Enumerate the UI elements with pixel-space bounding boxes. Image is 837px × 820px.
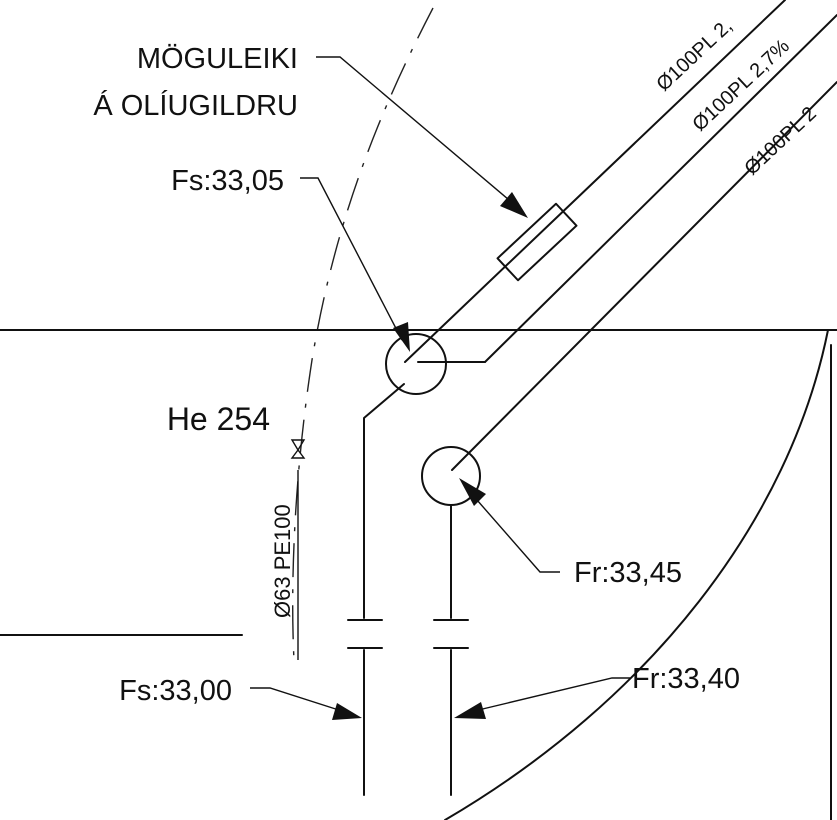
label-fr-upper: Fr:33,45 xyxy=(574,557,682,589)
dashed-boundary-line xyxy=(291,7,434,661)
arrow-fs-lower xyxy=(332,703,362,720)
arrow-fr-lower xyxy=(454,702,486,719)
label-oil-trap-line2: Á OLÍUGILDRU xyxy=(93,89,298,122)
label-fr-lower: Fr:33,40 xyxy=(632,663,740,695)
label-pe-pipe: Ø63 PE100 xyxy=(270,504,295,618)
label-pipe-top-1: Ø100PL 2, xyxy=(652,15,736,96)
label-he: He 254 xyxy=(167,401,270,437)
pipe-diagonal-1 xyxy=(404,0,786,363)
label-fs-lower: Fs:33,00 xyxy=(119,675,232,707)
leader-fr-upper xyxy=(469,491,560,573)
level-marker-symbol xyxy=(290,439,306,459)
leader-fr-lower xyxy=(469,677,630,713)
label-oil-trap-line1: MÖGULEIKI xyxy=(137,43,298,75)
arrow-oil-trap xyxy=(500,192,528,218)
pipe-diagonal-2 xyxy=(484,14,837,363)
pipe-diagonal-3 xyxy=(451,81,837,471)
leader-fs-upper xyxy=(300,177,403,341)
well-outline-arc xyxy=(444,329,829,820)
oil-trap-box xyxy=(496,202,578,282)
leader-fs-lower xyxy=(250,687,346,713)
circle-fs-upper xyxy=(385,333,447,395)
pipe-vertical-left xyxy=(363,383,405,619)
arrow-fs-upper xyxy=(393,322,410,352)
arrow-fr-upper xyxy=(459,478,486,506)
label-pipe-top-3: Ø100PL 2 xyxy=(740,103,820,180)
label-fs-upper: Fs:33,05 xyxy=(171,165,284,197)
leader-oil-trap xyxy=(316,56,516,206)
